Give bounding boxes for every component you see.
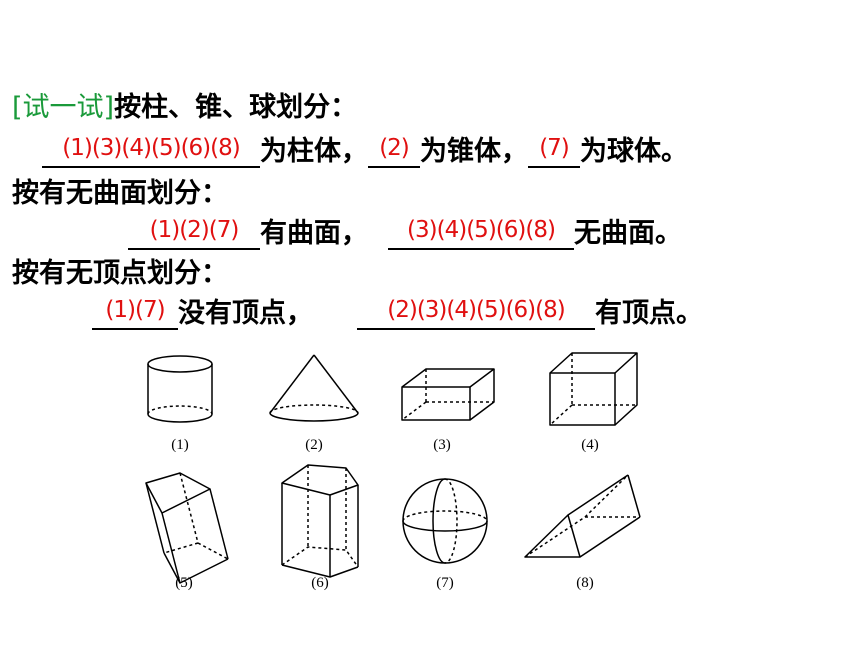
novertex-answer: (1)(7) xyxy=(105,297,165,323)
prism-answer-blank: (1)(3)(4)(5)(6)(8) xyxy=(42,135,260,168)
question-line-4: (1)(2)(7) 有曲面， (3)(4)(5)(6)(8) 无曲面。 xyxy=(128,217,682,250)
cone-figure xyxy=(269,354,359,422)
triangular-prism-figure xyxy=(524,474,641,558)
figure-label-2: (2) xyxy=(305,437,323,453)
question-line-1: [试一试]按柱、锥、球划分： xyxy=(12,92,357,124)
question-line-2: (1)(3)(4)(5)(6)(8) 为柱体， (2) 为锥体， (7) 为球体。 xyxy=(42,135,688,168)
classify-by-type-text: 按柱、锥、球划分： xyxy=(114,92,358,123)
figure-label-1: (1) xyxy=(171,437,189,453)
vertex-answer: (2)(3)(4)(5)(6)(8) xyxy=(387,297,565,323)
pentagonal-prism-figure xyxy=(281,464,359,578)
cylinder-figure xyxy=(147,355,213,423)
prism-answer: (1)(3)(4)(5)(6)(8) xyxy=(62,135,240,161)
classify-by-vertex-text: 按有无顶点划分： xyxy=(12,258,228,289)
classify-by-surface-text: 按有无曲面划分： xyxy=(12,178,228,209)
sphere-figure xyxy=(402,478,488,564)
question-line-3: 按有无曲面划分： xyxy=(12,178,228,210)
novertex-text: 没有顶点， xyxy=(178,298,313,329)
cuboid-figure xyxy=(401,368,495,421)
prism-text: 为柱体， xyxy=(260,136,368,167)
vertex-text: 有顶点。 xyxy=(595,298,703,329)
slanted-prism-figure xyxy=(145,472,229,584)
figure-label-5: (5) xyxy=(175,575,193,591)
figure-label-6: (6) xyxy=(311,575,329,591)
cone-answer-blank: (2) xyxy=(368,135,420,168)
flat-answer: (3)(4)(5)(6)(8) xyxy=(407,217,556,243)
flat-text: 无曲面。 xyxy=(574,218,682,249)
curved-text: 有曲面， xyxy=(260,218,368,249)
sphere-text: 为球体。 xyxy=(580,136,688,167)
question-line-6: (1)(7) 没有顶点， (2)(3)(4)(5)(6)(8) 有顶点。 xyxy=(92,297,703,330)
vertex-answer-blank: (2)(3)(4)(5)(6)(8) xyxy=(357,297,595,330)
figure-label-3: (3) xyxy=(433,437,451,453)
sphere-answer-blank: (7) xyxy=(528,135,580,168)
question-line-5: 按有无顶点划分： xyxy=(12,258,228,290)
cone-text: 为锥体， xyxy=(420,136,528,167)
sphere-answer: (7) xyxy=(539,135,570,161)
flat-answer-blank: (3)(4)(5)(6)(8) xyxy=(388,217,574,250)
novertex-answer-blank: (1)(7) xyxy=(92,297,178,330)
cube-figure xyxy=(549,352,638,426)
solid-figures: (1) (2) (3) (4) (5) (6) (7) (8) xyxy=(145,352,641,591)
figure-label-8: (8) xyxy=(576,575,594,591)
curved-answer-blank: (1)(2)(7) xyxy=(128,217,260,250)
figure-label-7: (7) xyxy=(436,575,454,591)
curved-answer: (1)(2)(7) xyxy=(149,217,240,243)
figure-label-4: (4) xyxy=(581,437,599,453)
cone-answer: (2) xyxy=(379,135,410,161)
try-it-tag: [试一试] xyxy=(12,92,115,123)
